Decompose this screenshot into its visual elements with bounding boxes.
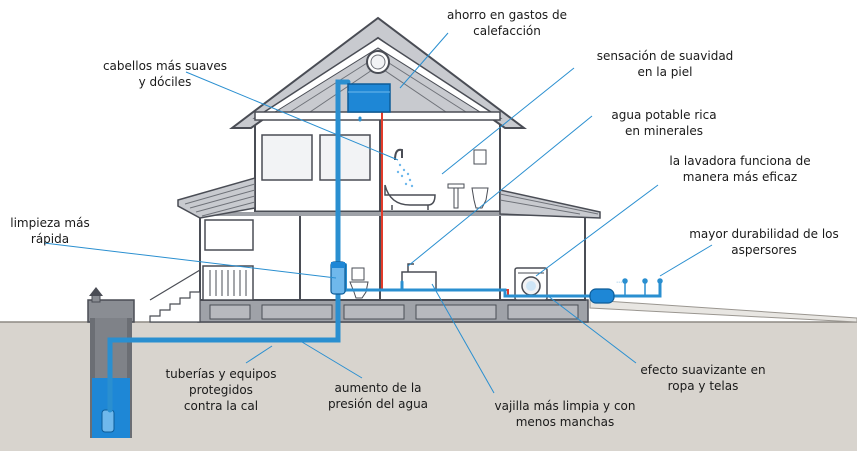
label-line: en minerales: [624, 124, 704, 138]
label-line: protegidos: [189, 383, 253, 397]
label-line: tuberías y equipos: [165, 367, 277, 381]
label-heating-savings: ahorro en gastos de calefacción: [418, 7, 596, 39]
ground: [0, 322, 857, 451]
well-pump: [101, 409, 115, 433]
washing-machine: [514, 267, 548, 301]
house-walls: [199, 117, 586, 301]
toilet: [349, 267, 369, 299]
left-lower-roof: [177, 177, 256, 219]
label-line: vajilla más limpia y con: [494, 399, 636, 413]
label-line: calefacción: [473, 24, 541, 38]
label-line: menos manchas: [515, 415, 615, 429]
water-softener-unit: [330, 261, 346, 295]
label-protected-pipes: tuberías y equipos protegidos contra la …: [146, 366, 296, 414]
label-faster-cleaning: limpieza más rápida: [0, 215, 100, 247]
label-cleaner-dishes: vajilla más limpia y con menos manchas: [470, 398, 660, 430]
sprinklers: ⋯: [616, 278, 663, 296]
label-line: ahorro en gastos de: [447, 8, 567, 22]
label-line: ropa y telas: [667, 379, 739, 393]
label-washer-efficiency: la lavadora funciona de manera más efica…: [645, 153, 835, 185]
label-line: presión del agua: [327, 397, 429, 411]
main-roof: [229, 16, 527, 129]
label-mineral-water: agua potable rica en minerales: [584, 107, 744, 139]
leader-lines: [43, 32, 713, 394]
label-fabric-softening: efecto suavizante en ropa y telas: [610, 362, 796, 394]
label-line: la lavadora funciona de: [669, 154, 811, 168]
garden-strip: [589, 299, 857, 323]
label-line: cabellos más suaves: [102, 59, 228, 73]
attic-water-tank: [347, 83, 391, 113]
label-line: contra la cal: [183, 399, 259, 413]
label-softer-hair: cabellos más suaves y dóciles: [70, 58, 260, 90]
svg-text:⋯: ⋯: [616, 279, 622, 286]
label-skin-softness: sensación de suavidad en la piel: [570, 48, 760, 80]
bathroom-fixtures: [384, 148, 489, 210]
label-line: agua potable rica: [611, 108, 717, 122]
label-line: limpieza más: [10, 216, 90, 230]
pressure-tank: [589, 288, 615, 304]
label-water-pressure: aumento de la presión del agua: [310, 380, 446, 412]
label-line: en la piel: [637, 65, 693, 79]
label-line: rápida: [30, 232, 70, 246]
label-line: mayor durabilidad de los: [689, 227, 839, 241]
label-line: aumento de la: [334, 381, 422, 395]
label-line: manera más eficaz: [682, 170, 798, 184]
label-line: sensación de suavidad: [596, 49, 734, 63]
label-sprinkler-durability: mayor durabilidad de los aspersores: [671, 226, 857, 258]
label-line: y dóciles: [138, 75, 192, 89]
balcony: [149, 219, 254, 323]
label-line: efecto suavizante en: [640, 363, 766, 377]
label-line: aspersores: [731, 243, 797, 257]
